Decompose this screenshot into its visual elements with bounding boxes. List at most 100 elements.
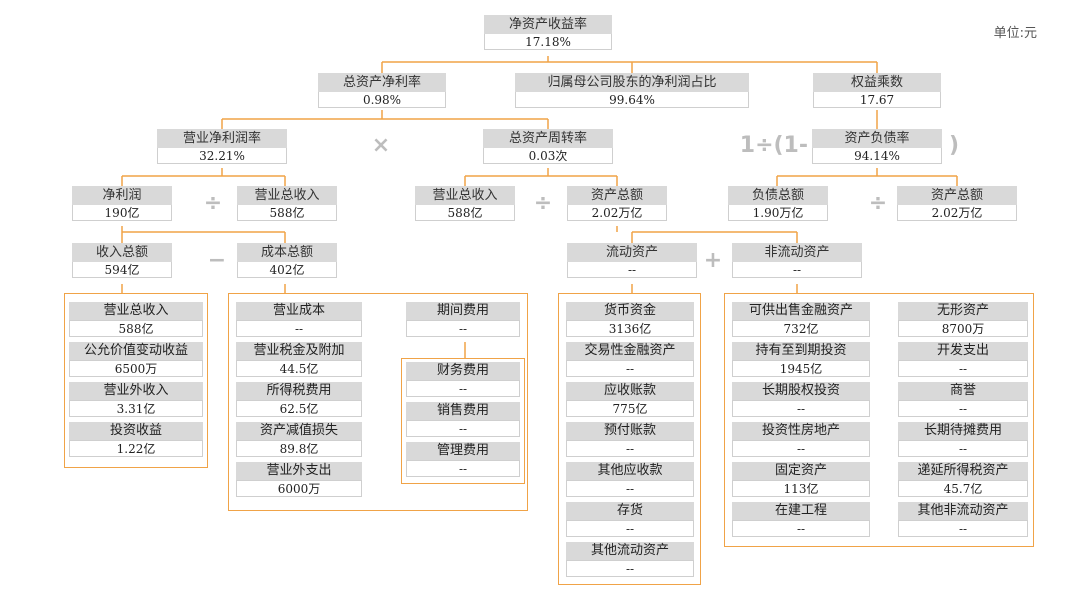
group-item[interactable]: 开发支出-- xyxy=(898,342,1028,377)
group-item-value: 6000万 xyxy=(236,480,362,497)
current-assets-node[interactable]: 流动资产 -- xyxy=(567,243,697,278)
noncurrent-assets-label: 非流动资产 xyxy=(732,243,862,262)
group-item-label: 营业外收入 xyxy=(69,382,203,400)
group-item-label: 在建工程 xyxy=(732,502,870,520)
group-item-value: -- xyxy=(898,400,1028,417)
group-item-value: -- xyxy=(566,520,694,537)
total-liabilities-value: 1.90万亿 xyxy=(728,205,828,221)
total-cost-label: 成本总额 xyxy=(237,243,337,262)
parent-share-value: 99.64% xyxy=(515,92,749,108)
net-margin-node[interactable]: 营业净利润率 32.21% xyxy=(157,129,287,164)
revenue-a-label: 营业总收入 xyxy=(237,186,337,205)
current-assets-label: 流动资产 xyxy=(567,243,697,262)
group-item-value: 45.7亿 xyxy=(898,480,1028,497)
group-item[interactable]: 投资性房地产-- xyxy=(732,422,870,457)
net-profit-node[interactable]: 净利润 190亿 xyxy=(72,186,172,221)
group-item[interactable]: 存货-- xyxy=(566,502,694,537)
group-item-label: 预付账款 xyxy=(566,422,694,440)
group-item-value: -- xyxy=(566,360,694,377)
roa-node[interactable]: 总资产净利率 0.98% xyxy=(318,73,446,108)
total-income-node[interactable]: 收入总额 594亿 xyxy=(72,243,172,278)
group-item[interactable]: 营业成本-- xyxy=(236,302,362,337)
equity-multiplier-node[interactable]: 权益乘数 17.67 xyxy=(813,73,941,108)
group-item[interactable]: 交易性金融资产-- xyxy=(566,342,694,377)
group-item-value: 1945亿 xyxy=(732,360,870,377)
group-item-value: -- xyxy=(566,440,694,457)
roa-label: 总资产净利率 xyxy=(318,73,446,92)
net-margin-label: 营业净利润率 xyxy=(157,129,287,148)
asset-turnover-label: 总资产周转率 xyxy=(483,129,613,148)
group-item-value: 113亿 xyxy=(732,480,870,497)
revenue-a-value: 588亿 xyxy=(237,205,337,221)
group-item-label: 营业外支出 xyxy=(236,462,362,480)
group-item[interactable]: 长期待摊费用-- xyxy=(898,422,1028,457)
group-item-label: 公允价值变动收益 xyxy=(69,342,203,360)
group-item-value: -- xyxy=(732,400,870,417)
current-assets-value: -- xyxy=(567,262,697,278)
net-profit-value: 190亿 xyxy=(72,205,172,221)
group-item[interactable]: 在建工程-- xyxy=(732,502,870,537)
group-item[interactable]: 预付账款-- xyxy=(566,422,694,457)
total-assets-b-node[interactable]: 资产总额 2.02万亿 xyxy=(897,186,1017,221)
parent-share-node[interactable]: 归属母公司股东的净利润占比 99.64% xyxy=(515,73,749,108)
equity-multiplier-label: 权益乘数 xyxy=(813,73,941,92)
group-item-value: -- xyxy=(732,440,870,457)
debt-ratio-label: 资产负债率 xyxy=(812,129,942,148)
total-assets-a-label: 资产总额 xyxy=(567,186,667,205)
revenue-a-node[interactable]: 营业总收入 588亿 xyxy=(237,186,337,221)
group-item[interactable]: 其他应收款-- xyxy=(566,462,694,497)
group-item-value: 6500万 xyxy=(69,360,203,377)
period-expense-item[interactable]: 期间费用 -- xyxy=(406,302,520,337)
group-item-value: -- xyxy=(236,320,362,337)
total-assets-a-node[interactable]: 资产总额 2.02万亿 xyxy=(567,186,667,221)
group-item-label: 管理费用 xyxy=(406,442,520,460)
group-item-value: -- xyxy=(406,420,520,437)
noncurrent-assets-node[interactable]: 非流动资产 -- xyxy=(732,243,862,278)
group-item-label: 持有至到期投资 xyxy=(732,342,870,360)
roe-node[interactable]: 净资产收益率 17.18% xyxy=(484,15,612,50)
total-assets-b-value: 2.02万亿 xyxy=(897,205,1017,221)
group-item[interactable]: 管理费用-- xyxy=(406,442,520,477)
group-item-value: 1.22亿 xyxy=(69,440,203,457)
group-item[interactable]: 其他非流动资产-- xyxy=(898,502,1028,537)
roe-value: 17.18% xyxy=(484,34,612,50)
asset-turnover-node[interactable]: 总资产周转率 0.03次 xyxy=(483,129,613,164)
multiply-operator: × xyxy=(371,133,391,158)
group-item-label: 无形资产 xyxy=(898,302,1028,320)
group-item-value: 8700万 xyxy=(898,320,1028,337)
revenue-b-value: 588亿 xyxy=(415,205,515,221)
close-paren: ) xyxy=(948,133,960,158)
total-cost-node[interactable]: 成本总额 402亿 xyxy=(237,243,337,278)
unit-label: 单位:元 xyxy=(993,26,1037,41)
group-item-value: -- xyxy=(406,380,520,397)
noncurrent-assets-group xyxy=(724,293,1034,547)
one-divide-prefix: 1÷(1- xyxy=(739,133,808,158)
revenue-b-node[interactable]: 营业总收入 588亿 xyxy=(415,186,515,221)
group-item[interactable]: 其他流动资产-- xyxy=(566,542,694,577)
group-item[interactable]: 销售费用-- xyxy=(406,402,520,437)
asset-turnover-value: 0.03次 xyxy=(483,148,613,164)
debt-ratio-node[interactable]: 资产负债率 94.14% xyxy=(812,129,942,164)
group-item[interactable]: 财务费用-- xyxy=(406,362,520,397)
group-item[interactable]: 商誉-- xyxy=(898,382,1028,417)
equity-multiplier-value: 17.67 xyxy=(813,92,941,108)
group-item-label: 所得税费用 xyxy=(236,382,362,400)
group-item[interactable]: 长期股权投资-- xyxy=(732,382,870,417)
group-item-value: -- xyxy=(566,560,694,577)
total-liabilities-node[interactable]: 负债总额 1.90万亿 xyxy=(728,186,828,221)
